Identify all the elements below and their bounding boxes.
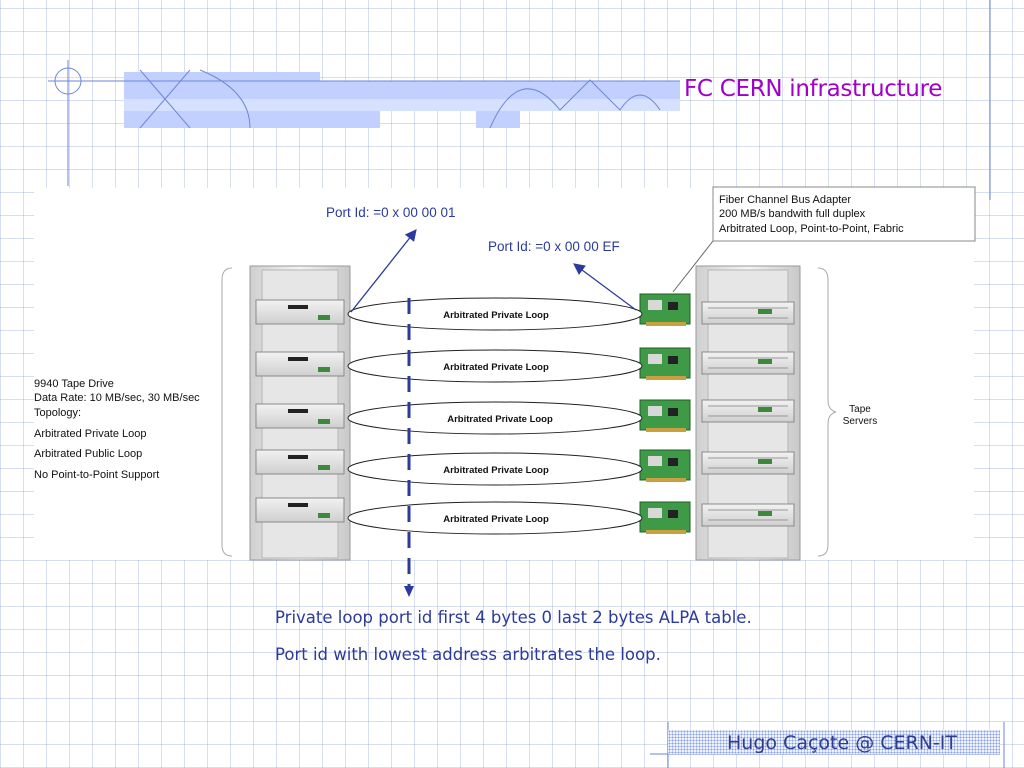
drive-topo-2: Arbitrated Public Loop (34, 448, 142, 460)
tape-servers-line-2: Servers (843, 416, 877, 427)
footer-author: Hugo Caçote @ CERN-IT (727, 732, 958, 754)
fc-adapter-card (639, 501, 691, 534)
server-unit (701, 301, 795, 325)
tape-servers-line-1: Tape (849, 404, 871, 415)
fc-adapter-card (639, 449, 691, 482)
port-id-right: Port Id: =0 x 00 00 EF (488, 239, 620, 254)
loop-label: Arbitrated Private Loop (447, 414, 553, 425)
drive-name: 9940 Tape Drive (34, 378, 114, 390)
callout-line-2: 200 MB/s bandwith full duplex (719, 208, 866, 220)
port-id-left: Port Id: =0 x 00 00 01 (326, 205, 455, 220)
note-line-1: Private loop port id first 4 bytes 0 las… (275, 608, 752, 627)
loop-label: Arbitrated Private Loop (443, 514, 549, 525)
drive-topo-1: Arbitrated Private Loop (34, 428, 147, 440)
loop-1: Arbitrated Private Loop (347, 297, 643, 331)
left-brace (221, 267, 233, 557)
loop-label: Arbitrated Private Loop (443, 362, 549, 373)
server-unit (701, 399, 795, 423)
loop-label: Arbitrated Private Loop (443, 310, 549, 321)
fc-adapter-card (639, 399, 691, 432)
note-line-2: Port id with lowest address arbitrates t… (275, 645, 661, 664)
tape-drive-unit (255, 497, 345, 523)
server-unit (701, 351, 795, 375)
server-unit (701, 503, 795, 527)
fc-adapter-card (639, 293, 691, 326)
footer-band (668, 730, 1000, 754)
dashed-arrow-head (404, 586, 414, 597)
header-decoration (48, 0, 991, 200)
tape-drive-unit (255, 351, 345, 377)
tape-server-rack (695, 265, 801, 561)
fc-adapter-card (639, 347, 691, 380)
drive-rate: Data Rate: 10 MB/sec, 30 MB/sec (34, 392, 200, 404)
loop-4: Arbitrated Private Loop (347, 452, 643, 486)
callout-line-3: Arbitrated Loop, Point-to-Point, Fabric (719, 223, 904, 235)
slide-title: FC CERN infrastructure (684, 76, 943, 102)
callout-line-1: Fiber Channel Bus Adapter (719, 194, 851, 206)
server-unit (701, 451, 795, 475)
tape-drive-unit (255, 449, 345, 475)
loop-label: Arbitrated Private Loop (443, 465, 549, 476)
port-arrow-right (573, 263, 637, 311)
tape-drive-rack (249, 265, 351, 561)
adapter-callout: Fiber Channel Bus Adapter 200 MB/s bandw… (672, 186, 976, 293)
port-arrow-left (350, 229, 417, 313)
tape-drive-unit (255, 403, 345, 429)
loop-3: Arbitrated Private Loop (347, 401, 643, 435)
drive-topology: Topology: (34, 407, 81, 419)
tape-drive-info: 9940 Tape Drive Data Rate: 10 MB/sec, 30… (34, 378, 200, 481)
tape-drive-unit (255, 299, 345, 325)
loop-5: Arbitrated Private Loop (347, 501, 643, 535)
drive-topo-3: No Point-to-Point Support (34, 469, 159, 481)
loop-2: Arbitrated Private Loop (347, 349, 643, 383)
right-brace (817, 267, 837, 557)
